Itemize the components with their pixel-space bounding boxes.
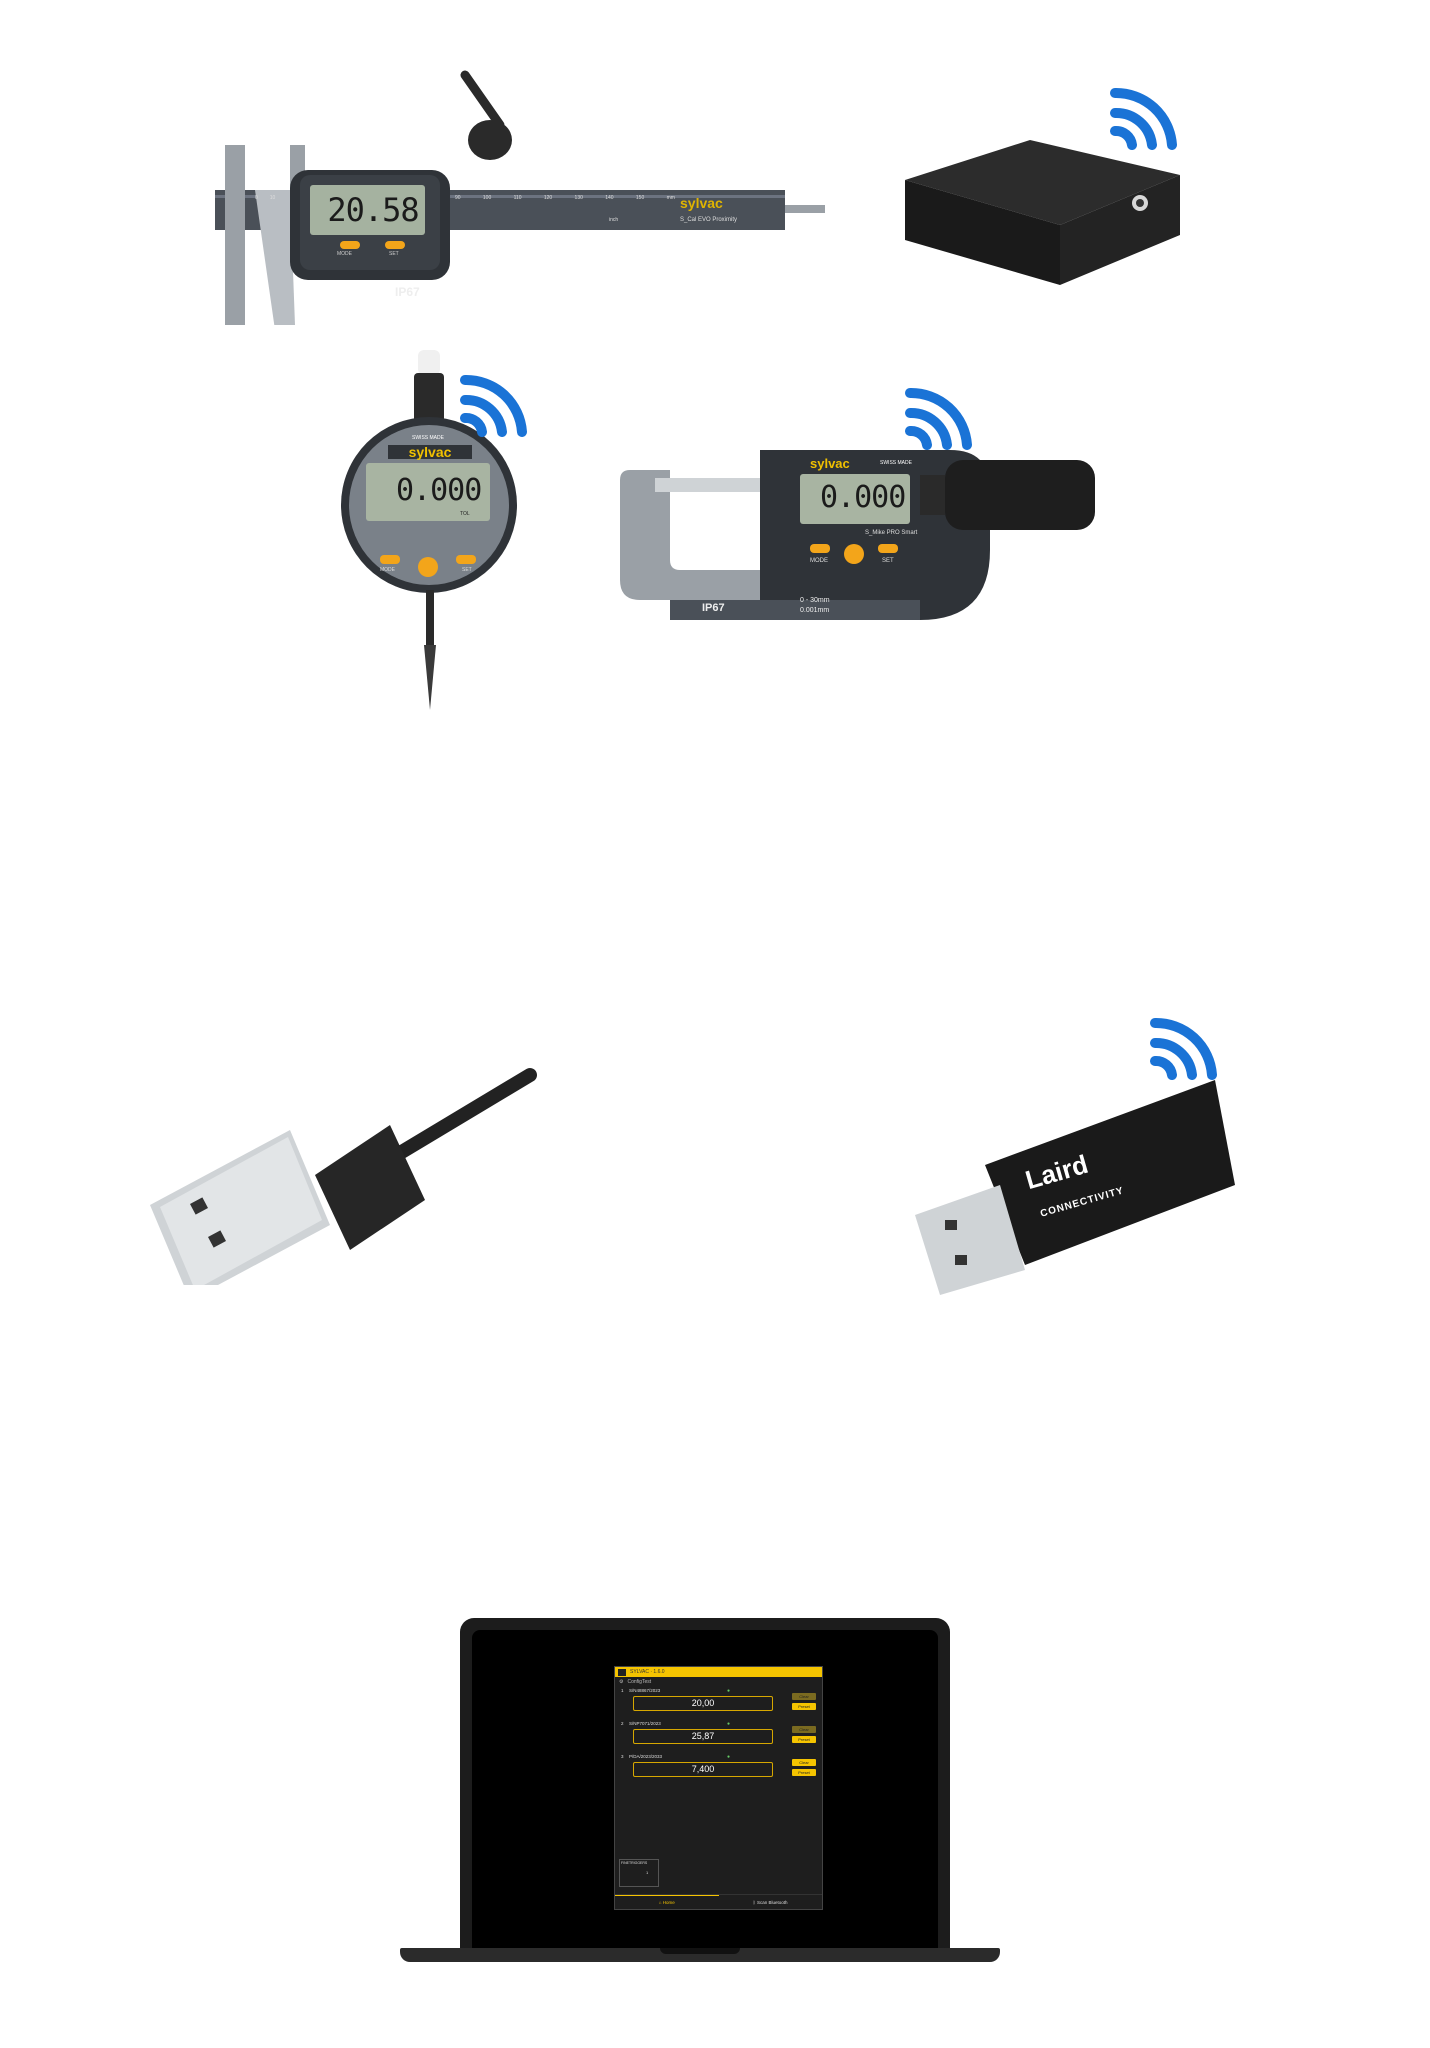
footswitch-count: 1 bbox=[646, 1870, 649, 1875]
indicator-lcd bbox=[366, 463, 490, 521]
preset-button[interactable]: Preset bbox=[792, 1736, 816, 1743]
footswitch-label: FINETRIGGERS bbox=[621, 1861, 648, 1865]
preset-button[interactable]: Preset bbox=[792, 1703, 816, 1710]
caliper-scale-lower-left: 0 10 bbox=[255, 195, 275, 201]
app-bottom-nav: ⌂ Home ᛒ Scan Bluetooth bbox=[615, 1894, 822, 1909]
micrometer-btn-label-mode: MODE bbox=[810, 558, 828, 564]
micrometer-rating: IP67 bbox=[702, 602, 725, 614]
scale-tick: 100 bbox=[482, 195, 492, 201]
micrometer-resolution: 0.001mm bbox=[800, 607, 830, 614]
digital-caliper: 20.58 sylvac S_Cal EVO Proximity IP67 MO… bbox=[215, 45, 835, 335]
instrument-value: 20,00 bbox=[633, 1696, 773, 1711]
caliper-btn-label-set: SET bbox=[389, 251, 399, 257]
wifi-icon bbox=[460, 374, 527, 437]
wifi-icon bbox=[1110, 87, 1177, 150]
caliper-model: S_Cal EVO Proximity bbox=[680, 217, 738, 223]
instrument-row: 2 S/NP7071/2023 ● 25,87 Clear Preset bbox=[615, 1720, 822, 1753]
micrometer-brand: sylvac bbox=[810, 456, 850, 471]
caliper-rating: IP67 bbox=[395, 285, 420, 299]
indicator-btn-label-set: SET bbox=[462, 567, 472, 573]
app-window: SYLVAC · 1.6.0 ⚙ ConfigTest 1 S/N48867/2… bbox=[614, 1666, 823, 1910]
instrument-row: 3 P/DA/2023/2033 ● 7,400 Clear Preset bbox=[615, 1753, 822, 1786]
micrometer: sylvac SWISS MADE 0.000 S_Mike PRO Smart… bbox=[610, 430, 1150, 630]
status-icons: ● bbox=[727, 1721, 732, 1727]
receiver-box-illustration bbox=[905, 140, 1180, 285]
wifi-icon bbox=[905, 387, 972, 450]
app-title: SYLVAC · 1.6.0 bbox=[630, 1669, 665, 1675]
config-name: ConfigTest bbox=[627, 1679, 652, 1685]
clear-button[interactable]: Clear bbox=[792, 1693, 816, 1700]
dongle-illustration bbox=[915, 1080, 1235, 1295]
indicator-sub: TOL bbox=[460, 511, 470, 517]
micrometer-button-main bbox=[844, 544, 864, 564]
micrometer-button-set bbox=[878, 544, 898, 553]
micrometer-btn-label-set: SET bbox=[882, 558, 894, 564]
indicator-button-main bbox=[418, 557, 438, 577]
instrument-serial: P/DA/2023/2033 bbox=[629, 1754, 663, 1759]
nav-home[interactable]: ⌂ Home bbox=[615, 1895, 719, 1909]
micrometer-model: S_Mike PRO Smart bbox=[865, 530, 918, 536]
micrometer-lcd bbox=[800, 474, 910, 524]
laptop-notch bbox=[660, 1948, 740, 1954]
nav-home-label: Home bbox=[662, 1900, 675, 1905]
caliper-btn-label-mode: MODE bbox=[337, 251, 352, 257]
instrument-serial: S/N48867/2023 bbox=[629, 1688, 661, 1693]
wifi-icon bbox=[1150, 1017, 1217, 1080]
scale-unit: mm bbox=[666, 195, 675, 201]
micrometer-button-mode bbox=[810, 544, 830, 553]
scale-tick: 140 bbox=[605, 195, 614, 201]
caliper-display: 20.58 bbox=[327, 191, 419, 229]
instrument-index: 2 bbox=[621, 1721, 624, 1726]
caliper-button-set bbox=[385, 241, 405, 249]
scale-tick: 90 bbox=[455, 195, 461, 201]
app-logo-icon bbox=[618, 1668, 626, 1676]
app-titlebar: SYLVAC · 1.6.0 bbox=[615, 1667, 822, 1677]
usb-cable-illustration bbox=[150, 1068, 537, 1300]
indicator-button-set bbox=[456, 555, 476, 564]
indicator-brand: sylvac bbox=[388, 445, 472, 459]
scale-tick: 130 bbox=[574, 195, 583, 201]
clear-button[interactable]: Clear bbox=[792, 1726, 816, 1733]
nav-scan-label: Scan Bluetooth bbox=[756, 1899, 788, 1905]
caliper-illustration bbox=[215, 70, 835, 335]
instrument-index: 3 bbox=[621, 1754, 624, 1759]
config-icon[interactable]: ⚙ bbox=[619, 1679, 624, 1685]
instrument-value: 25,87 bbox=[633, 1729, 773, 1744]
caliper-brand: sylvac bbox=[680, 195, 723, 211]
caliper-scale: 90 100 110 120 130 140 150 mm bbox=[455, 195, 675, 201]
bluetooth-icon: ᛒ bbox=[753, 1899, 756, 1905]
instrument-index: 1 bbox=[621, 1688, 624, 1693]
nav-scan-bluetooth[interactable]: ᛒ Scan Bluetooth bbox=[719, 1900, 823, 1905]
clear-button[interactable]: Clear bbox=[792, 1759, 816, 1766]
app-toolbar: ⚙ ConfigTest bbox=[615, 1677, 822, 1687]
bluetooth-dongle: Laird CONNECTIVITY bbox=[915, 1075, 1235, 1295]
instrument-row: 1 S/N48867/2023 ● 20,00 Clear Preset bbox=[615, 1687, 822, 1720]
dial-indicator: SWISS MADE sylvac 0.000 TOL MODE SET bbox=[330, 345, 530, 715]
status-icons: ● bbox=[727, 1754, 732, 1760]
usb-cable bbox=[140, 1065, 540, 1300]
caliper-button-mode bbox=[340, 241, 360, 249]
indicator-btn-label-mode: MODE bbox=[380, 567, 395, 573]
micrometer-badge: SWISS MADE bbox=[880, 460, 912, 466]
instrument-value: 7,400 bbox=[633, 1762, 773, 1777]
scale-tick: 150 bbox=[635, 195, 645, 201]
footswitch-panel: FINETRIGGERS 1 bbox=[619, 1859, 659, 1887]
micrometer-range: 0 - 30mm bbox=[800, 597, 830, 604]
scale-tick: 120 bbox=[543, 195, 553, 201]
indicator-display: 0.000 bbox=[396, 473, 482, 508]
indicator-button-mode bbox=[380, 555, 400, 564]
caliper-inch-unit: inch bbox=[609, 217, 619, 223]
home-icon: ⌂ bbox=[658, 1900, 662, 1905]
scale-tick: 110 bbox=[513, 195, 522, 201]
status-icons: ● bbox=[727, 1688, 732, 1694]
indicator-badge: SWISS MADE bbox=[412, 435, 444, 441]
receiver-box bbox=[885, 135, 1185, 295]
preset-button[interactable]: Preset bbox=[792, 1769, 816, 1776]
laptop-base bbox=[400, 1948, 1000, 1962]
scale-tick: 10 bbox=[269, 195, 276, 201]
micrometer-display: 0.000 bbox=[820, 480, 906, 515]
instrument-serial: S/NP7071/2023 bbox=[629, 1721, 661, 1726]
scale-tick: 0 bbox=[255, 195, 258, 201]
